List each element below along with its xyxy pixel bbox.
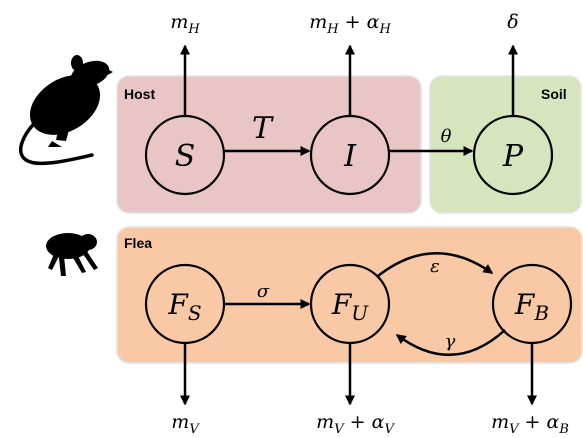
node-FS: FS xyxy=(144,263,226,345)
node-FB: FB xyxy=(491,263,573,345)
svg-text:FU: FU xyxy=(331,288,369,325)
soil-label: Soil xyxy=(541,86,567,102)
outflow-label-FU: mV + αV xyxy=(316,411,395,437)
node-FU-subscript: U xyxy=(351,301,369,325)
rate-T-label: T xyxy=(252,111,274,146)
node-P: P xyxy=(472,114,554,196)
node-P-label: P xyxy=(502,139,524,174)
node-FB-label: F xyxy=(514,288,536,321)
rate-gamma-label: γ xyxy=(445,331,456,352)
rat-silhouette-icon xyxy=(19,55,113,166)
flea-silhouette-icon xyxy=(46,233,98,276)
svg-text:S: S xyxy=(175,139,196,174)
flea-label: Flea xyxy=(124,235,152,251)
svg-text:FB: FB xyxy=(514,288,549,325)
node-FU: FU xyxy=(309,263,391,345)
outflow-label-FB: mV + αB xyxy=(491,411,569,437)
host-label: Host xyxy=(124,86,155,102)
node-I: I xyxy=(309,114,391,196)
svg-text:P: P xyxy=(502,139,524,174)
svg-text:FS: FS xyxy=(167,288,201,325)
host-box xyxy=(116,75,422,214)
node-FS-subscript: S xyxy=(188,301,202,325)
transition-arrow-FU-FB xyxy=(377,252,494,277)
node-S: S xyxy=(144,114,226,196)
rate-theta-label: θ xyxy=(441,126,452,147)
node-FS-label: F xyxy=(167,288,189,321)
outflow-label-FS: mV xyxy=(171,411,200,437)
outflow-label-I: mH + αH xyxy=(309,11,391,37)
node-FU-label: F xyxy=(331,288,353,321)
rate-sigma-label: σ xyxy=(257,281,270,302)
node-FB-subscript: B xyxy=(533,301,549,325)
outflow-label-P: δ xyxy=(507,11,518,33)
outflow-label-S: mH xyxy=(170,11,200,37)
transition-arrow-FB-FU xyxy=(395,329,506,356)
rate-epsilon-label: ε xyxy=(430,256,440,277)
svg-text:I: I xyxy=(343,139,357,174)
node-S-label: S xyxy=(175,139,196,174)
node-I-label: I xyxy=(343,139,357,174)
